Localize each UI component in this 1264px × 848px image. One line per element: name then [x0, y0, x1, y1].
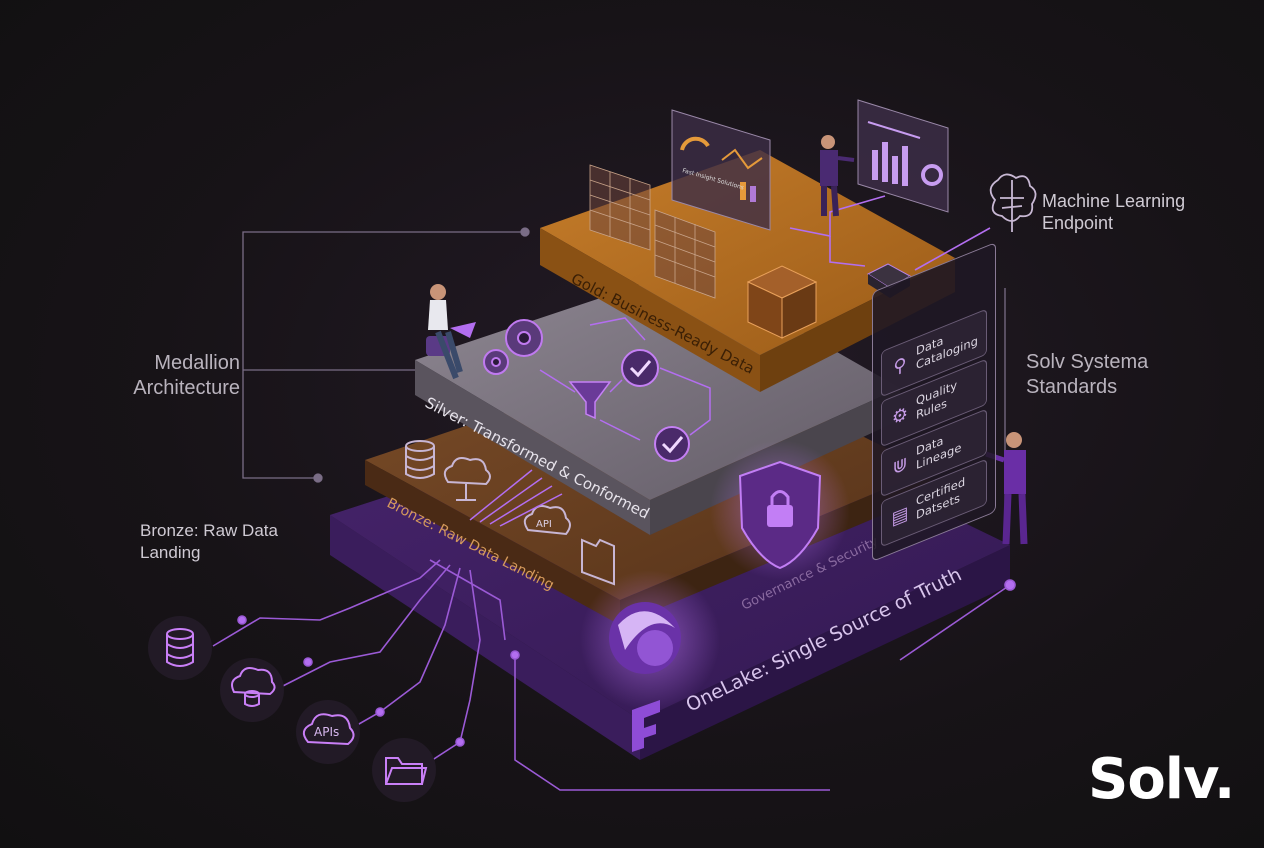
analyst-person-icon — [426, 284, 476, 380]
bronze-folder-icon — [581, 538, 615, 586]
data-table-icon — [589, 164, 716, 299]
medallion-architecture-text: Medallion Architecture — [133, 352, 240, 399]
funnel-icon — [568, 381, 612, 420]
dashboard-panel-icon — [671, 109, 771, 231]
flow-arrows — [789, 195, 991, 271]
lineage-icon: ⋓ — [892, 452, 908, 480]
onelake-logo-icon — [609, 602, 681, 674]
gears-icon — [483, 319, 543, 375]
ml-endpoint-label: Machine Learning Endpoint — [1042, 190, 1202, 234]
solv-systema-standards-text: Solv Systema Standards — [1026, 351, 1149, 398]
bronze-database-icon — [405, 440, 435, 479]
medallion-bracket — [242, 227, 530, 483]
folder-icon — [372, 738, 436, 802]
bronze-cloud-icon — [443, 457, 491, 501]
source-circuit-lines — [212, 559, 1016, 791]
api-cloud-icon — [296, 700, 360, 764]
solv-systema-standards-label: Solv Systema Standards — [1026, 350, 1176, 400]
shield-icon — [738, 460, 822, 570]
bi-chart-panel-icon — [857, 99, 949, 213]
database-icon — [148, 616, 212, 680]
data-cube-icon — [746, 265, 818, 339]
bronze-data-streams — [469, 469, 563, 527]
api-label: APIs — [314, 725, 339, 739]
presenter-person-icon — [820, 135, 855, 217]
solv-logo: Solv. — [1088, 747, 1235, 812]
ml-endpoint-text: Machine Learning Endpoint — [1042, 191, 1186, 233]
fabric-logo-icon — [632, 700, 660, 752]
search-icon: ⚲ — [893, 353, 907, 380]
gear-check-icon: ⚙ — [891, 402, 909, 430]
brain-icon — [989, 173, 1037, 232]
bronze-side-text: Bronze: Raw Data Landing — [140, 521, 278, 562]
medallion-architecture-label: Medallion Architecture — [100, 351, 240, 401]
solv-logo-text: Solv. — [1088, 747, 1235, 812]
silver-flow-arrows — [539, 317, 711, 441]
bronze-side-label: Bronze: Raw Data Landing — [140, 520, 310, 564]
check-circle-icon — [621, 349, 690, 462]
standards-panel: ⚲ Data Cataloging ⚙ Quality Rules ⋓ Data… — [872, 241, 996, 562]
cloud-database-icon — [220, 658, 284, 722]
bronze-api-label: API — [536, 519, 552, 530]
certificate-icon: ▤ — [891, 502, 909, 531]
bronze-api-icon — [523, 505, 571, 536]
